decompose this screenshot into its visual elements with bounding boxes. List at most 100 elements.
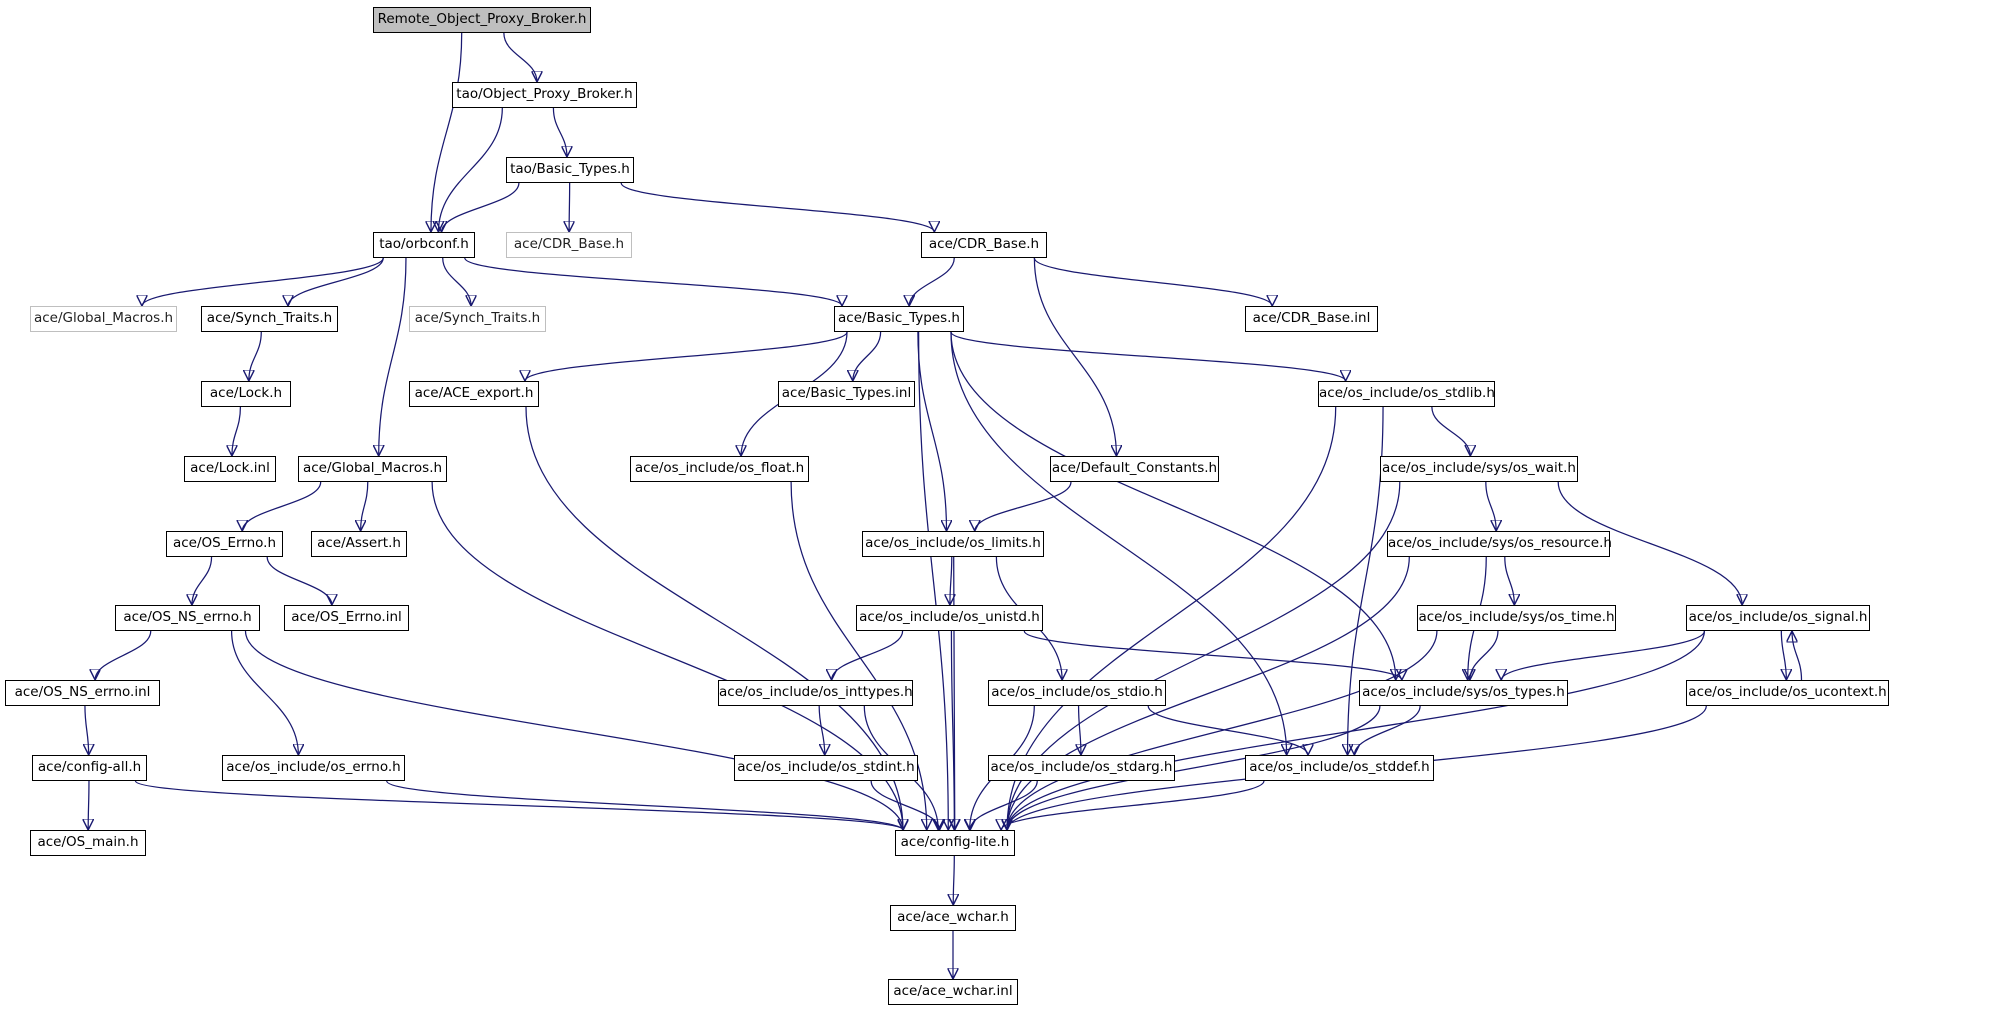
dependency-edge: [1007, 630, 1706, 830]
dependency-edge: [950, 331, 1346, 382]
dependency-edge: [88, 780, 89, 830]
node-ace-assert-h[interactable]: ace/Assert.h: [311, 531, 407, 557]
dependency-edge: [442, 257, 471, 307]
node-ace-lock-inl[interactable]: ace/Lock.inl: [184, 456, 276, 482]
node-remote-object-proxy-broker-h[interactable]: Remote_Object_Proxy_Broker.h: [373, 7, 591, 33]
dependency-edge: [909, 257, 955, 307]
node-ace-os-ns-errno-inl[interactable]: ace/OS_NS_errno.inl: [5, 680, 160, 706]
dependency-edge: [1431, 406, 1470, 457]
dependency-edge: [1079, 705, 1081, 755]
node-ace-synch-traits-h[interactable]: ace/Synch_Traits.h: [201, 306, 338, 332]
node-ace-lock-h[interactable]: ace/Lock.h: [201, 381, 291, 407]
dependency-edge: [438, 107, 503, 232]
dependency-edge: [1033, 257, 1116, 456]
dependency-edge: [853, 331, 882, 382]
dependency-edge: [790, 481, 927, 830]
dependency-edge: [832, 630, 904, 681]
dependency-edge: [266, 556, 332, 606]
node-ace-basic-types-h[interactable]: ace/Basic_Types.h: [834, 306, 964, 332]
dependency-edge: [1485, 481, 1496, 531]
node-ace-global-macros-h[interactable]: ace/Global_Macros.h: [298, 456, 447, 482]
dependency-edge: [85, 705, 89, 755]
dependency-edge: [525, 331, 848, 382]
node-ace-os-include-os-unistd-h[interactable]: ace/os_include/os_unistd.h: [856, 605, 1043, 631]
dependency-edge: [950, 331, 1287, 755]
node-ace-os-include-sys-os-resource-h[interactable]: ace/os_include/sys/os_resource.h: [1387, 531, 1612, 557]
node-ace-default-constants-h[interactable]: ace/Default_Constants.h: [1050, 456, 1219, 482]
node-ace-os-include-sys-os-wait-h[interactable]: ace/os_include/sys/os_wait.h: [1380, 456, 1578, 482]
dependency-edge: [1780, 630, 1786, 680]
node-ace-synch-traits-h-external: ace/Synch_Traits.h: [409, 306, 546, 332]
node-ace-os-include-os-ucontext-h[interactable]: ace/os_include/os_ucontext.h: [1686, 680, 1889, 706]
node-ace-os-include-os-inttypes-h[interactable]: ace/os_include/os_inttypes.h: [718, 680, 913, 706]
node-ace-cdr-base-inl[interactable]: ace/CDR_Base.inl: [1245, 306, 1378, 332]
node-ace-os-include-sys-os-types-h[interactable]: ace/os_include/sys/os_types.h: [1359, 680, 1568, 706]
node-ace-os-include-os-stdlib-h[interactable]: ace/os_include/os_stdlib.h: [1318, 381, 1495, 407]
dependency-edge: [249, 331, 262, 381]
node-tao-orbconf-h[interactable]: tao/orbconf.h: [373, 232, 475, 258]
node-ace-ace-wchar-h[interactable]: ace/ace_wchar.h: [890, 905, 1016, 931]
node-ace-os-include-os-limits-h[interactable]: ace/os_include/os_limits.h: [862, 531, 1044, 557]
dependency-edge: [917, 331, 949, 830]
node-ace-os-main-h[interactable]: ace/OS_main.h: [30, 830, 146, 856]
node-ace-ace-export-h[interactable]: ace/ACE_export.h: [409, 381, 539, 407]
dependency-edge: [953, 855, 954, 905]
dependency-edge: [1354, 705, 1421, 756]
dependency-edge: [1007, 630, 1438, 830]
dependency-edge: [379, 257, 407, 456]
node-ace-cdr-base-h-external: ace/CDR_Base.h: [506, 232, 632, 258]
node-ace-os-include-os-stdarg-h[interactable]: ace/os_include/os_stdarg.h: [988, 755, 1175, 781]
node-ace-os-include-os-errno-h[interactable]: ace/os_include/os_errno.h: [222, 755, 405, 781]
dependency-edge: [1001, 780, 1265, 831]
dependency-edge: [230, 630, 299, 755]
node-ace-config-lite-h[interactable]: ace/config-lite.h: [895, 830, 1015, 856]
node-ace-global-macros-h-external: ace/Global_Macros.h: [30, 306, 177, 332]
dependency-edge: [1007, 705, 1381, 830]
dependency-edge: [192, 556, 213, 606]
dependency-edge: [951, 630, 954, 830]
node-ace-config-all-h[interactable]: ace/config-all.h: [32, 755, 147, 781]
dependency-edge: [1792, 631, 1803, 681]
dependency-edge: [134, 780, 904, 831]
node-ace-os-ns-errno-h[interactable]: ace/OS_NS_errno.h: [115, 605, 260, 631]
node-ace-os-include-os-stdint-h[interactable]: ace/os_include/os_stdint.h: [734, 755, 918, 781]
node-ace-basic-types-inl[interactable]: ace/Basic_Types.inl: [778, 381, 915, 407]
node-ace-os-include-os-signal-h[interactable]: ace/os_include/os_signal.h: [1686, 605, 1870, 631]
dependency-edge: [818, 705, 825, 755]
node-ace-os-include-os-stdio-h[interactable]: ace/os_include/os_stdio.h: [988, 680, 1166, 706]
dependency-edge: [95, 630, 152, 681]
dependency-edge: [1007, 556, 1410, 830]
dependency-edge: [870, 780, 939, 831]
dependency-edge: [503, 32, 537, 83]
node-ace-os-errno-inl[interactable]: ace/OS_Errno.inl: [284, 605, 409, 631]
dependency-edge: [244, 630, 904, 830]
node-ace-ace-wchar-inl[interactable]: ace/ace_wchar.inl: [888, 979, 1018, 1005]
dependency-edge: [950, 556, 952, 605]
dependency-edge: [1033, 257, 1272, 307]
node-ace-os-include-sys-os-time-h[interactable]: ace/os_include/sys/os_time.h: [1417, 605, 1616, 631]
node-tao-object-proxy-broker-h[interactable]: tao/Object_Proxy_Broker.h: [452, 82, 637, 108]
node-tao-basic-types-h[interactable]: tao/Basic_Types.h: [506, 157, 634, 183]
dependency-edge: [1557, 481, 1742, 605]
dependency-edge: [1147, 705, 1308, 756]
dependency-edge: [386, 780, 903, 831]
node-ace-os-include-os-float-h[interactable]: ace/os_include/os_float.h: [630, 456, 809, 482]
dependency-edge: [950, 331, 1396, 680]
node-ace-os-errno-h[interactable]: ace/OS_Errno.h: [166, 531, 283, 557]
dependency-edge: [620, 182, 934, 233]
dependency-edge: [142, 257, 384, 307]
dependency-edge: [917, 331, 947, 531]
dependency-edge: [552, 107, 567, 157]
dependency-edge: [464, 257, 842, 307]
dependency-edge: [1501, 630, 1706, 681]
node-ace-cdr-base-h[interactable]: ace/CDR_Base.h: [921, 232, 1047, 258]
dependency-edge: [442, 182, 520, 233]
node-ace-os-include-os-stddef-h[interactable]: ace/os_include/os_stddef.h: [1245, 755, 1434, 781]
dependency-edge: [431, 32, 463, 232]
dependency-edge: [975, 481, 1072, 532]
dependency-edge: [1470, 630, 1499, 681]
dependency-edge: [242, 481, 322, 532]
dependency-edge: [1504, 556, 1515, 605]
